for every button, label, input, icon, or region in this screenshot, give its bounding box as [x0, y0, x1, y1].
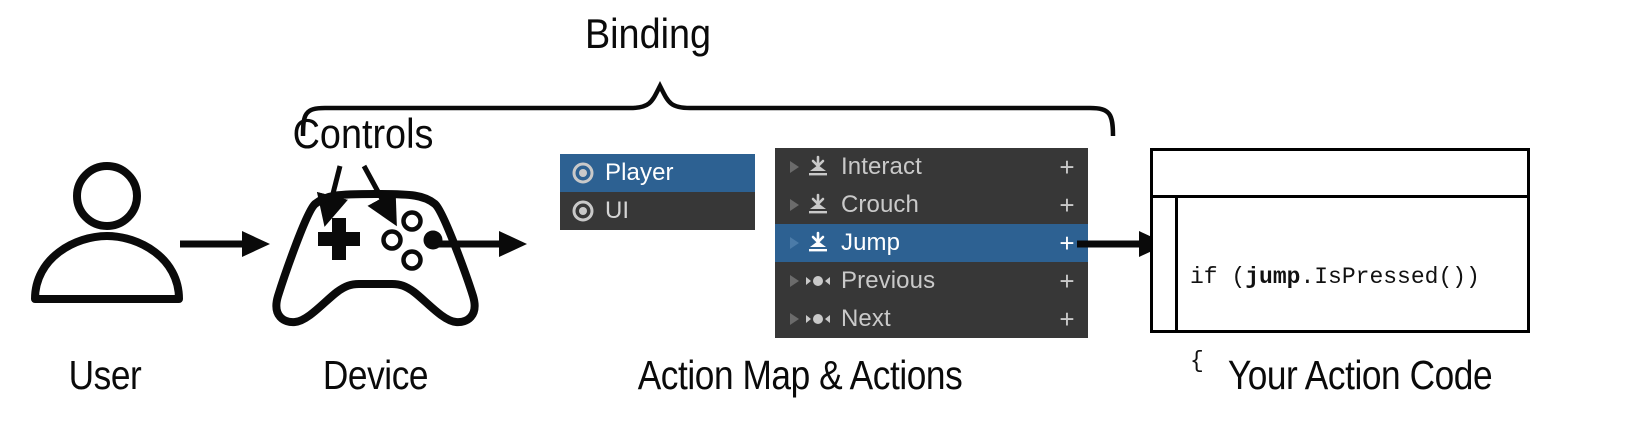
action-label: Interact: [841, 153, 922, 180]
triangle-right-icon[interactable]: [783, 232, 805, 254]
caption-user: User: [68, 352, 142, 398]
button-action-icon: [809, 231, 827, 252]
triangle-right-icon[interactable]: [783, 156, 805, 178]
action-map-row-player[interactable]: Player: [560, 154, 755, 192]
code-gutter: [1153, 198, 1178, 330]
axis-action-icon: [806, 314, 830, 324]
add-binding-button[interactable]: +: [1059, 228, 1075, 258]
right-arrow-icon: [180, 231, 270, 257]
action-row-previous[interactable]: Previous +: [775, 262, 1088, 300]
caption-device: Device: [322, 352, 429, 398]
add-binding-button[interactable]: +: [1059, 190, 1075, 220]
gamepad-controller-icon: [272, 190, 479, 327]
user-person-icon: [31, 162, 183, 303]
action-map-ring-icon: [572, 200, 594, 222]
action-map-label: UI: [605, 197, 630, 224]
action-maps-list[interactable]: Player UI: [560, 154, 755, 230]
button-action-icon: [809, 193, 827, 214]
action-row-next[interactable]: Next +: [775, 300, 1088, 338]
binding-brace-icon: [300, 80, 1116, 136]
axis-action-icon: [806, 276, 830, 286]
triangle-right-icon[interactable]: [783, 308, 805, 330]
add-binding-button[interactable]: +: [1059, 304, 1075, 334]
action-map-label: Player: [605, 159, 674, 186]
code-line: // your code: [1190, 431, 1527, 434]
controls-label: Controls: [292, 110, 434, 157]
caption-action-code: Your Action Code: [1227, 352, 1493, 398]
code-line: if (jump.IsPressed()): [1190, 264, 1480, 290]
action-label: Crouch: [841, 191, 919, 218]
action-row-crouch[interactable]: Crouch +: [775, 186, 1088, 224]
action-row-jump[interactable]: Jump +: [775, 224, 1088, 262]
action-map-ring-icon: [572, 162, 594, 184]
add-binding-button[interactable]: +: [1059, 152, 1075, 182]
code-window-titlebar: [1153, 151, 1527, 198]
button-action-icon: [809, 155, 827, 176]
actions-list[interactable]: Interact + Crouch +: [775, 148, 1088, 338]
action-map-row-ui[interactable]: UI: [560, 192, 755, 230]
triangle-right-icon[interactable]: [783, 270, 805, 292]
code-line: {: [1190, 348, 1204, 374]
triangle-right-icon[interactable]: [783, 194, 805, 216]
action-label: Jump: [841, 229, 901, 256]
add-binding-button[interactable]: +: [1059, 266, 1075, 296]
action-label: Next: [841, 305, 891, 332]
code-editor-area[interactable]: if (jump.IsPressed()) { // your code }: [1178, 198, 1527, 434]
action-row-interact[interactable]: Interact +: [775, 148, 1088, 186]
right-arrow-icon: [437, 231, 527, 257]
caption-action-map: Action Map & Actions: [637, 352, 963, 398]
action-label: Previous: [841, 267, 936, 294]
binding-label: Binding: [584, 10, 712, 57]
your-action-code-window[interactable]: if (jump.IsPressed()) { // your code }: [1150, 148, 1530, 434]
